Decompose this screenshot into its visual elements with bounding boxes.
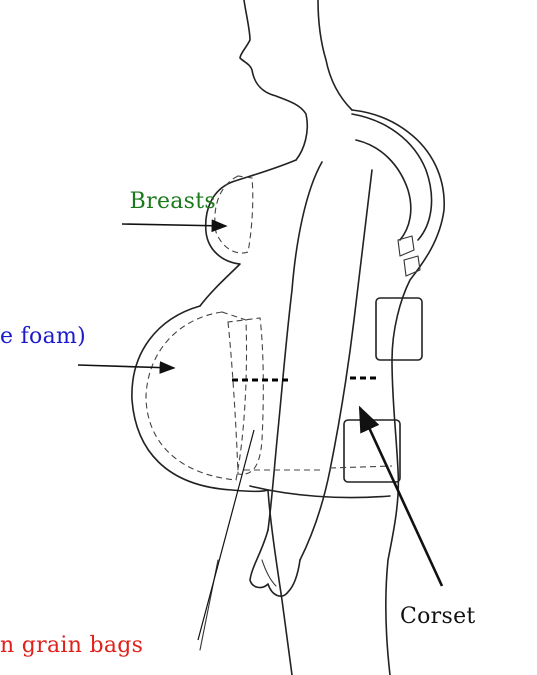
- belly-foam-pad: [146, 312, 247, 480]
- belly-foam-arrow: [78, 365, 174, 368]
- label-breasts: Breasts: [130, 189, 216, 214]
- breasts-arrow: [122, 224, 226, 226]
- human-figure-outline: [132, 0, 444, 675]
- label-corset: Corset: [400, 604, 476, 629]
- label-grain-bags: n grain bags: [0, 633, 143, 658]
- breast-pad: [215, 176, 253, 253]
- label-belly-foam: e foam): [0, 324, 86, 349]
- grain-bags-leader: [198, 430, 254, 640]
- corset-lower-marker-back: [330, 466, 392, 468]
